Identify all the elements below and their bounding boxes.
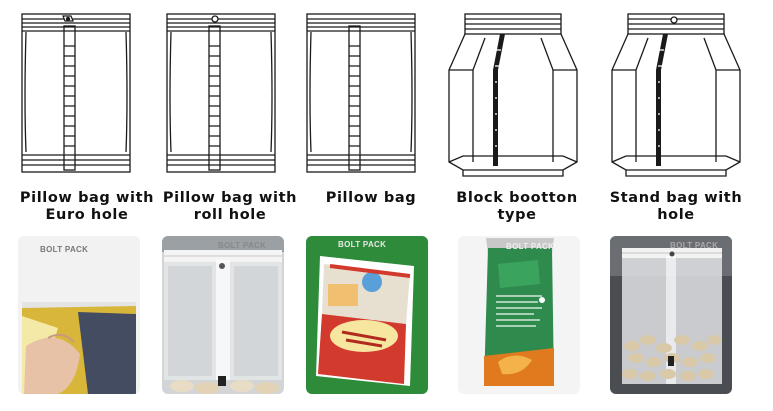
bag-illustration [316,256,414,386]
caption-stand-bag-hole: Stand bag with hole [601,190,751,224]
photo-roll-hole-bag: BOLT PACK [162,236,284,394]
pillow-bag-drawing [306,13,416,173]
caption-pillow-bag: Pillow bag [296,190,446,207]
caption-line-2: Euro hole [45,207,129,223]
photo-block-bottom-bag: BOLT PACK [458,236,580,394]
caption-block-bottom-type: Block bootton type [442,190,592,224]
photo-stand-bag-nuts: BOLT PACK [610,236,732,394]
brand-label: BOLT PACK [670,241,719,250]
block-bottom-bag-drawing [448,13,578,177]
bag-illustration [610,236,732,384]
brand-label: BOLT PACK [506,242,555,251]
bag-illustration [22,302,136,394]
caption-line-1: Pillow bag [325,190,417,206]
caption-line-2: roll hole [193,207,267,223]
caption-line-1: Pillow bag with [162,190,298,206]
pillow-bag-roll-hole-drawing [166,13,276,173]
caption-pillow-bag-roll-hole: Pillow bag with roll hole [155,190,305,224]
brand-label: BOLT PACK [338,240,387,249]
stand-bag-hole-drawing [611,13,741,177]
caption-pillow-bag-euro-hole: Pillow bag with Euro hole [12,190,162,224]
bag-illustration [162,236,284,394]
caption-line-1: Block bootton [456,190,578,206]
brand-label: BOLT PACK [218,241,267,250]
pillow-bag-euro-hole-drawing [21,13,131,173]
bag-illustration [484,238,554,386]
caption-line-1: Stand bag with [609,190,743,206]
photo-printed-pillow-bag: BOLT PACK [306,236,428,394]
caption-line-1: Pillow bag with [19,190,155,206]
brand-label: BOLT PACK [40,245,89,254]
photo-euro-hole-bag: BOLT PACK [18,236,140,394]
caption-line-2: type [497,207,537,223]
caption-line-2: hole [657,207,695,223]
